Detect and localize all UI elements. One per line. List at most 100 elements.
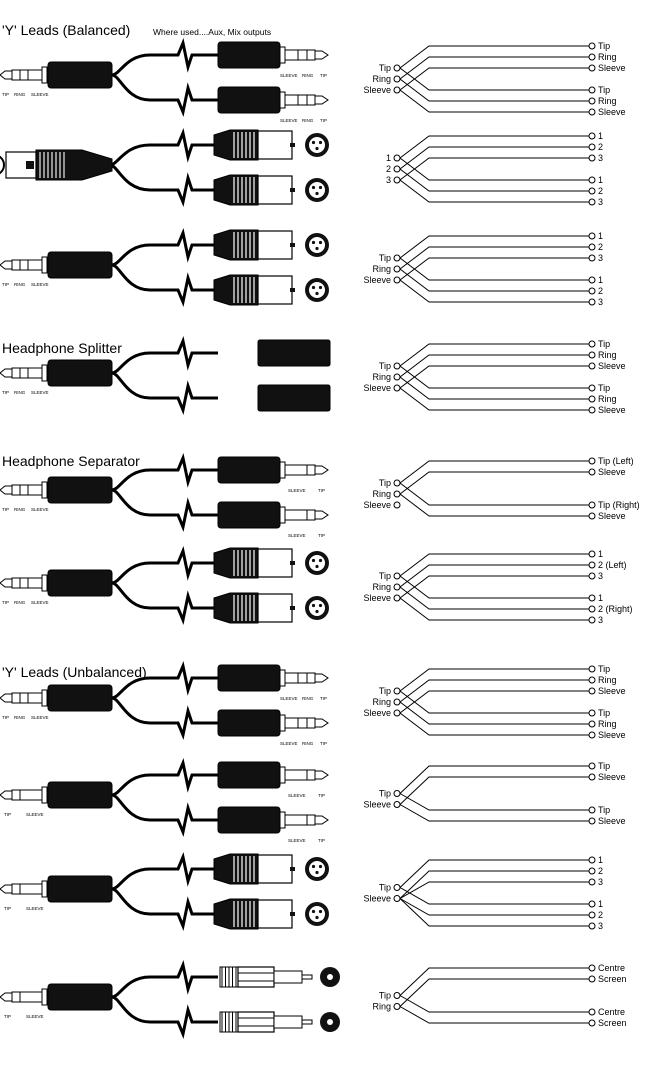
source-pin-label: Sleeve: [363, 500, 391, 510]
plug-shaft: [284, 769, 316, 781]
xlr-face-inner: [309, 237, 325, 253]
rca-face-pin: [327, 974, 333, 980]
output-pin-label: Tip (Left): [598, 456, 634, 466]
plug-shaft: [11, 259, 43, 271]
xlr-latch: [290, 867, 295, 871]
xlr-pin: [315, 291, 319, 296]
output-pin-terminal: [588, 806, 596, 814]
output-pin-label: Centre: [598, 963, 625, 973]
plug-pin-label: TIP: [318, 488, 325, 493]
plug-pin-label: TIP: [4, 906, 11, 911]
cable-drawing: [0, 127, 329, 208]
source-pin-terminal: [393, 86, 401, 94]
output-pin-label: Screen: [598, 1018, 627, 1028]
source-pin-label: 1: [386, 153, 391, 163]
output-pin-label: Sleeve: [598, 816, 626, 826]
xlr-plug: [213, 898, 329, 930]
wires: [399, 967, 589, 1024]
output-pin-terminal: [588, 108, 596, 116]
xlr-pin: [311, 240, 316, 245]
xlr-pin: [315, 246, 319, 251]
cable-upper-branch: [111, 335, 218, 375]
output-pin-terminal: [588, 132, 596, 140]
plug-tip: [314, 50, 329, 60]
source-pin-label: 3: [386, 175, 391, 185]
source-pin-label: Sleeve: [363, 708, 391, 718]
source-pin-label: Ring: [372, 264, 391, 274]
wire: [399, 776, 589, 805]
wire: [399, 690, 589, 714]
output-pin-label: Tip: [598, 805, 610, 815]
output-pin-label: Tip (Right): [598, 500, 640, 510]
output-pin-label: 3: [598, 877, 603, 887]
cable-upper-branch: [109, 127, 218, 167]
output-pin-label: Tip: [598, 761, 610, 771]
cable-lower-branch: [111, 696, 218, 741]
wire: [399, 793, 589, 811]
source-pin-terminal: [393, 384, 401, 392]
output-pin-terminal: [588, 720, 596, 728]
xlr-latch: [290, 243, 295, 247]
plug-collar: [279, 766, 286, 784]
plug-body: [217, 761, 281, 789]
plug-tip: [0, 790, 13, 800]
wire: [399, 179, 589, 203]
xlr-shell: [257, 275, 293, 305]
wire: [399, 460, 589, 484]
output-pin-label: 2: [598, 242, 603, 252]
cable-lower-branch: [111, 263, 218, 308]
source-pin-label: Tip: [379, 686, 391, 696]
cable-lower-branch: [111, 887, 218, 932]
heading-headphone-splitter: Headphone Splitter: [2, 340, 122, 356]
xlr-shell: [257, 230, 293, 260]
plug-body: [217, 86, 281, 114]
output-pin-terminal: [588, 406, 596, 414]
source-pin-label: Ring: [372, 489, 391, 499]
plug-pin-label: RING: [14, 507, 26, 512]
plug-collar: [279, 714, 286, 732]
plug-collar: [41, 880, 48, 898]
output-pin-label: Sleeve: [598, 511, 626, 521]
source-pin-label: Ring: [372, 372, 391, 382]
output-pin-terminal: [588, 616, 596, 624]
xlr-pin: [318, 285, 323, 290]
usage-note: Where used....Aux, Mix outputs: [153, 27, 271, 37]
plug-pin-label: TIP: [320, 696, 327, 701]
output-pin-label: Sleeve: [598, 467, 626, 477]
wire: [399, 887, 589, 905]
wire: [399, 898, 589, 916]
source-pin-label: Ring: [372, 582, 391, 592]
plug-collar: [279, 811, 286, 829]
plug-pin-label: TIP: [320, 118, 327, 123]
cable: [111, 37, 218, 118]
cable: [109, 127, 218, 208]
output-pin-label: 1: [598, 549, 603, 559]
xlr-shell: [257, 854, 293, 884]
source-pin-label: Tip: [379, 361, 391, 371]
plug-collar: [41, 786, 48, 804]
plug-body: [217, 41, 281, 69]
source-pin-label: 2: [386, 164, 391, 174]
plug-pin-label: SLEEVE: [288, 488, 306, 493]
wire: [399, 597, 589, 621]
xlr-latch: [290, 606, 295, 610]
wire: [399, 168, 589, 192]
plug-pin-label: RING: [14, 600, 26, 605]
source-pin-label: Sleeve: [363, 894, 391, 904]
output-pin-terminal: [588, 665, 596, 673]
output-pin-terminal: [588, 817, 596, 825]
xlr-pin: [318, 603, 323, 608]
wire: [399, 268, 589, 292]
wire: [399, 575, 589, 599]
xlr-pin: [315, 609, 319, 614]
